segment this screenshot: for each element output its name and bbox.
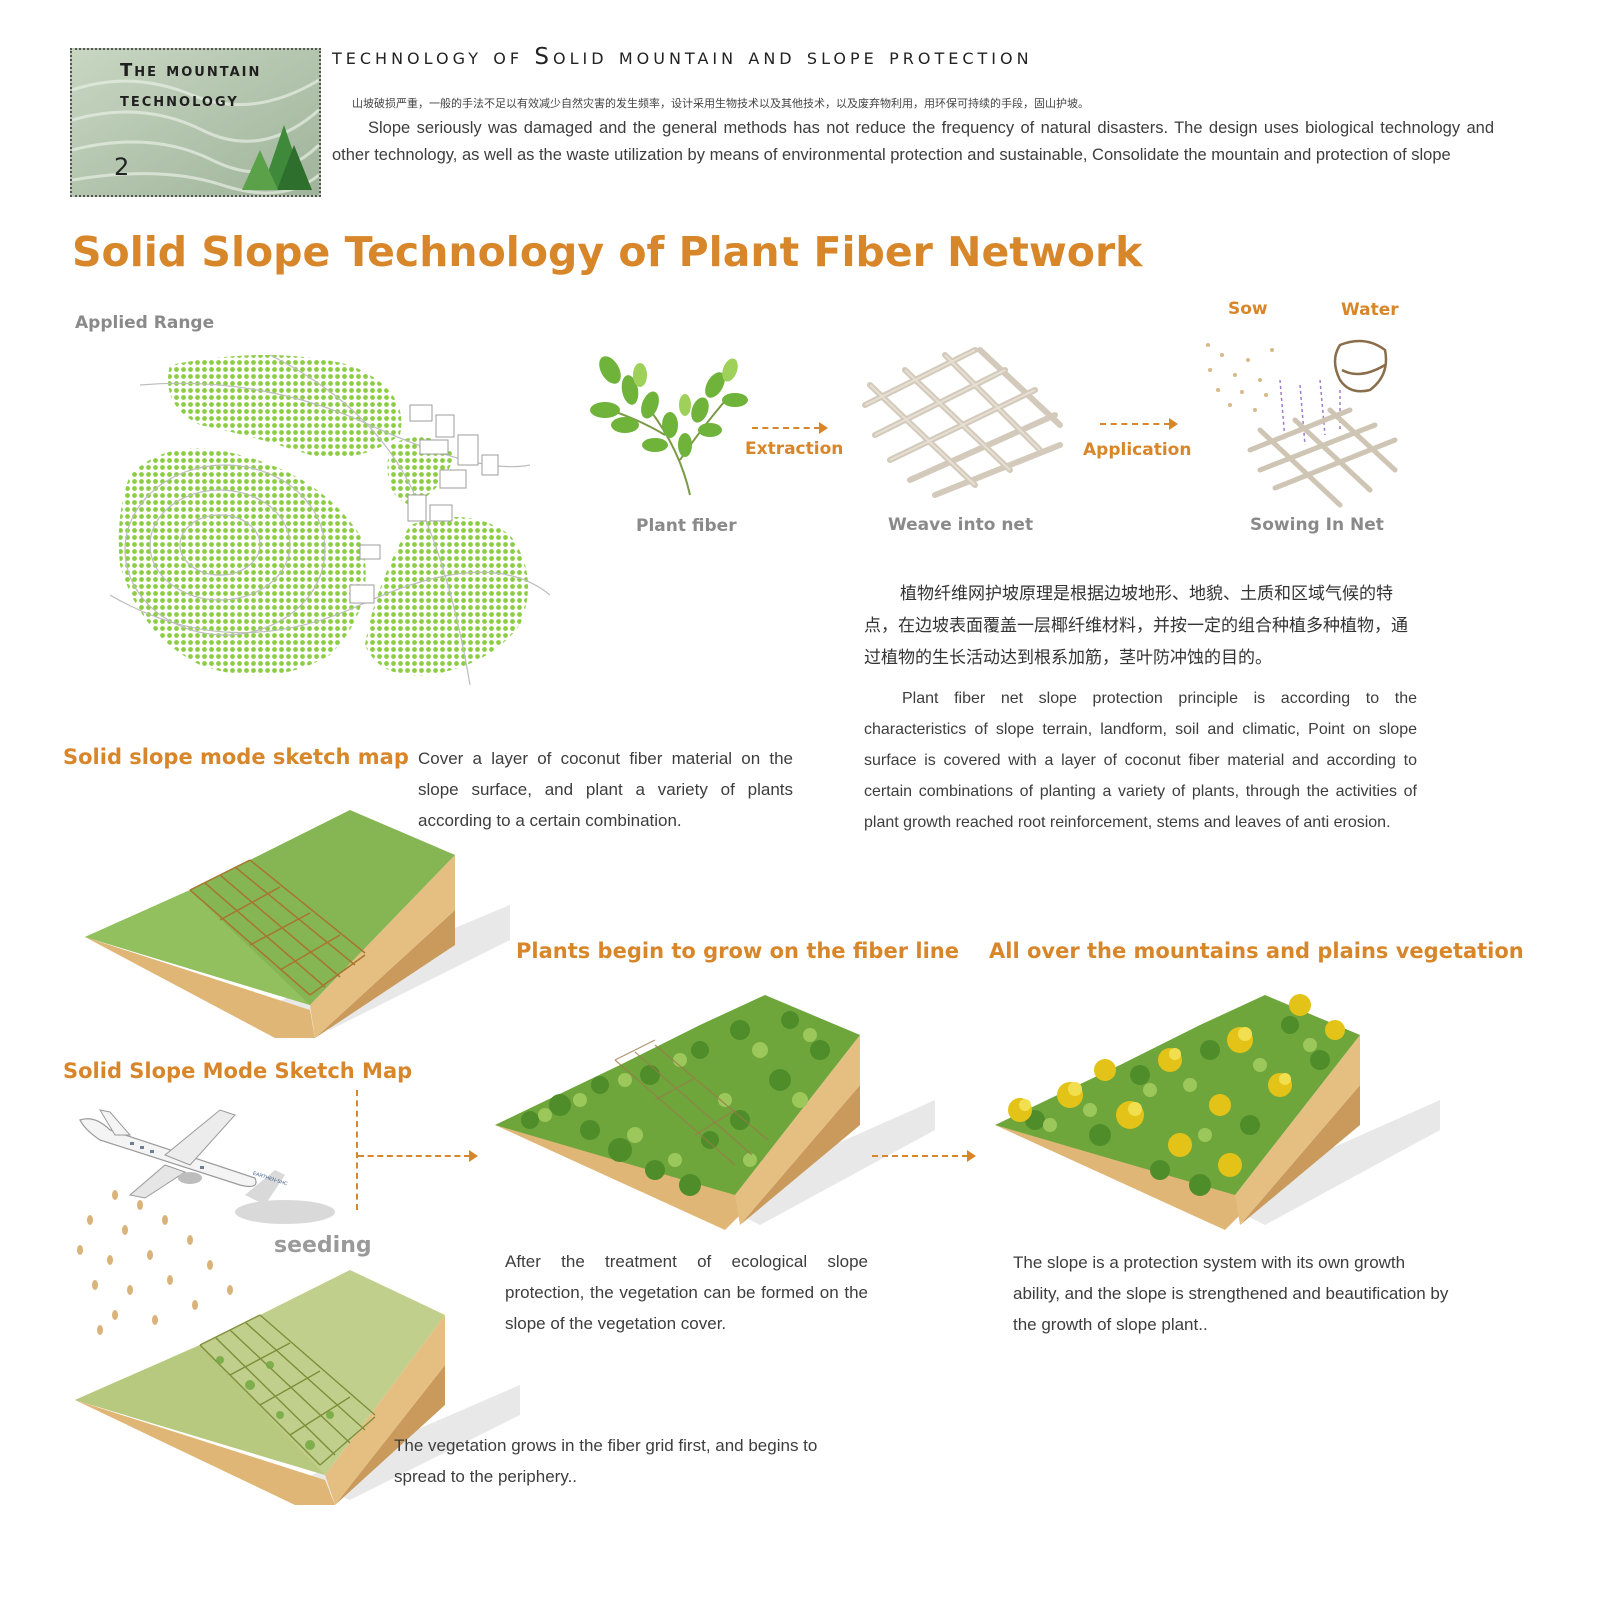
badge-title-line2: technology — [120, 90, 239, 111]
water-label: Water — [1341, 300, 1399, 320]
sow-label: Sow — [1228, 299, 1268, 319]
seeding-label: seeding — [274, 1233, 372, 1258]
applied-range-map — [110, 345, 550, 695]
badge-terrain-image — [72, 50, 319, 195]
extraction-arrow — [752, 422, 828, 434]
stage3-desc: The slope is a protection system with it… — [1013, 1253, 1449, 1334]
application-arrow — [1100, 418, 1178, 430]
airplane-image: EARTHEN-SHC — [70, 1100, 350, 1240]
stage2-desc: After the treatment of ecological slope … — [505, 1252, 868, 1333]
extraction-label: Extraction — [745, 439, 844, 459]
slope-model-4 — [990, 985, 1450, 1240]
intro-en: Slope seriously was damaged and the gene… — [332, 119, 1494, 164]
application-label: Application — [1083, 440, 1192, 460]
stage2-title: Plants begin to grow on the fiber line — [516, 939, 959, 963]
sketch2-desc: The vegetation grows in the fiber grid f… — [394, 1436, 818, 1486]
slope-model-3 — [490, 990, 950, 1240]
sowing-net-label: Sowing In Net — [1250, 515, 1384, 535]
stage3-arrow — [872, 1150, 976, 1162]
sketch1-desc: Cover a layer of coconut fiber material … — [418, 749, 793, 830]
principle-en: Plant fiber net slope protection princip… — [864, 690, 1417, 831]
applied-range-label: Applied Range — [75, 313, 215, 333]
plant-fiber-leaves-image — [590, 350, 750, 500]
sketch1-title: Solid slope mode sketch map — [63, 745, 409, 769]
slope-model-2 — [70, 1265, 530, 1510]
principle-cn: 植物纤维网护坡原理是根据边坡地形、地貌、土质和区域气候的特点，在边坡表面覆盖一层… — [864, 584, 1408, 668]
section-title: Solid Slope Technology of Plant Fiber Ne… — [72, 228, 1143, 276]
sowing-net-image — [1200, 330, 1400, 510]
slope-model-1 — [70, 805, 530, 1045]
stage3-title: All over the mountains and plains vegeta… — [989, 939, 1524, 963]
falling-seeds — [70, 1190, 250, 1340]
woven-net-image — [855, 345, 1065, 500]
plant-fiber-label: Plant fiber — [636, 516, 737, 536]
vertical-dashed-line — [356, 1090, 358, 1210]
header-badge: The mountain technology 2 — [70, 48, 321, 197]
main-title: technology of Solid mountain and slope p… — [332, 44, 1033, 70]
sketch2-title: Solid Slope Mode Sketch Map — [63, 1059, 413, 1083]
badge-number: 2 — [114, 153, 130, 181]
stage2-arrow — [358, 1150, 478, 1162]
badge-title-line1: The mountain — [120, 60, 262, 81]
intro-cn: 山坡破损严重，一般的手法不足以有效减少自然灾害的发生频率，设计采用生物技术以及其… — [352, 98, 1089, 110]
weave-net-label: Weave into net — [888, 515, 1034, 535]
